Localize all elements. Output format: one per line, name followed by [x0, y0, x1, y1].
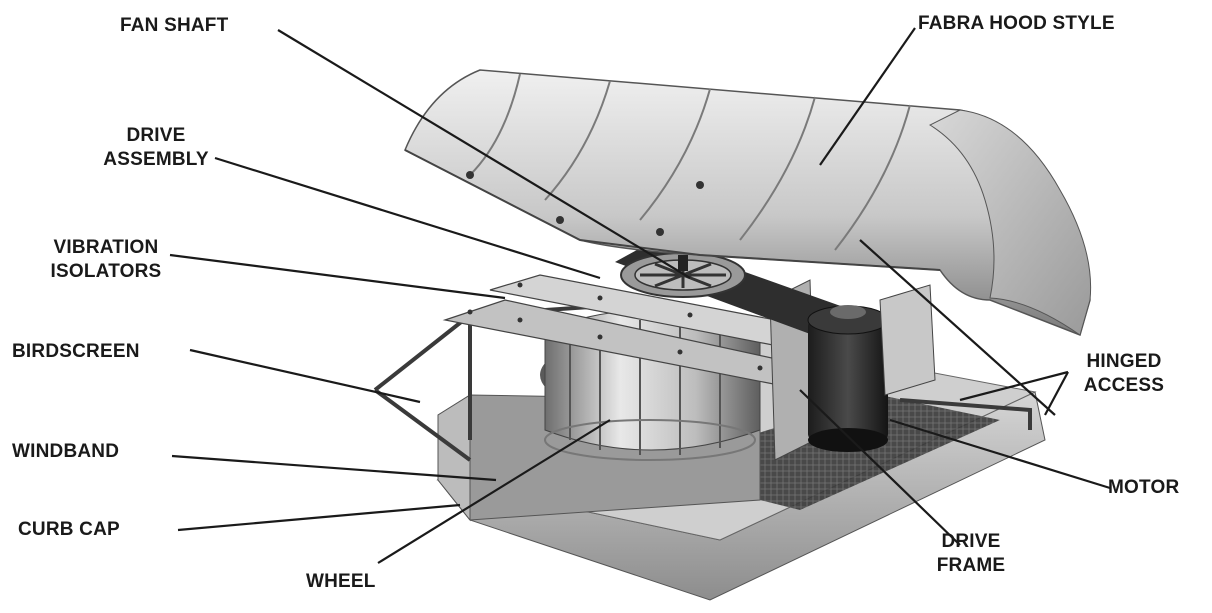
motor-shape	[807, 305, 889, 452]
leader-hinged-access-1	[959, 370, 1069, 402]
label-vibration-isolators: VIBRATION ISOLATORS	[50, 237, 162, 282]
label-windband: WINDBAND	[12, 441, 120, 462]
leader-fan-shaft	[277, 29, 691, 279]
label-hinged-access: HINGED ACCESS	[1083, 351, 1165, 396]
leader-hinged-access-2	[1044, 371, 1069, 416]
leader-fabra-hood	[819, 27, 916, 166]
hinged-access-bracket	[879, 284, 936, 396]
leader-lines	[169, 27, 1111, 564]
leader-vibration-isolators	[169, 253, 506, 300]
leader-drive-assembly	[214, 156, 601, 280]
label-fabra-hood-style: FABRA HOOD STYLE	[918, 13, 1115, 34]
leader-wheel	[377, 419, 611, 564]
leader-drive-frame	[799, 389, 961, 546]
leader-windband	[171, 454, 497, 482]
label-drive-frame: DRIVE FRAME	[936, 531, 1006, 576]
label-wheel: WHEEL	[306, 571, 376, 592]
label-fan-shaft: FAN SHAFT	[120, 15, 229, 36]
leader-hinged-access-3	[859, 239, 1056, 416]
leader-curb-cap	[177, 503, 461, 532]
label-drive-assembly: DRIVE ASSEMBLY	[103, 125, 209, 170]
label-motor: MOTOR	[1108, 477, 1180, 498]
leader-birdscreen	[189, 348, 421, 404]
label-curb-cap: CURB CAP	[18, 519, 120, 540]
leader-motor	[889, 418, 1111, 490]
label-birdscreen: BIRDSCREEN	[12, 341, 140, 362]
